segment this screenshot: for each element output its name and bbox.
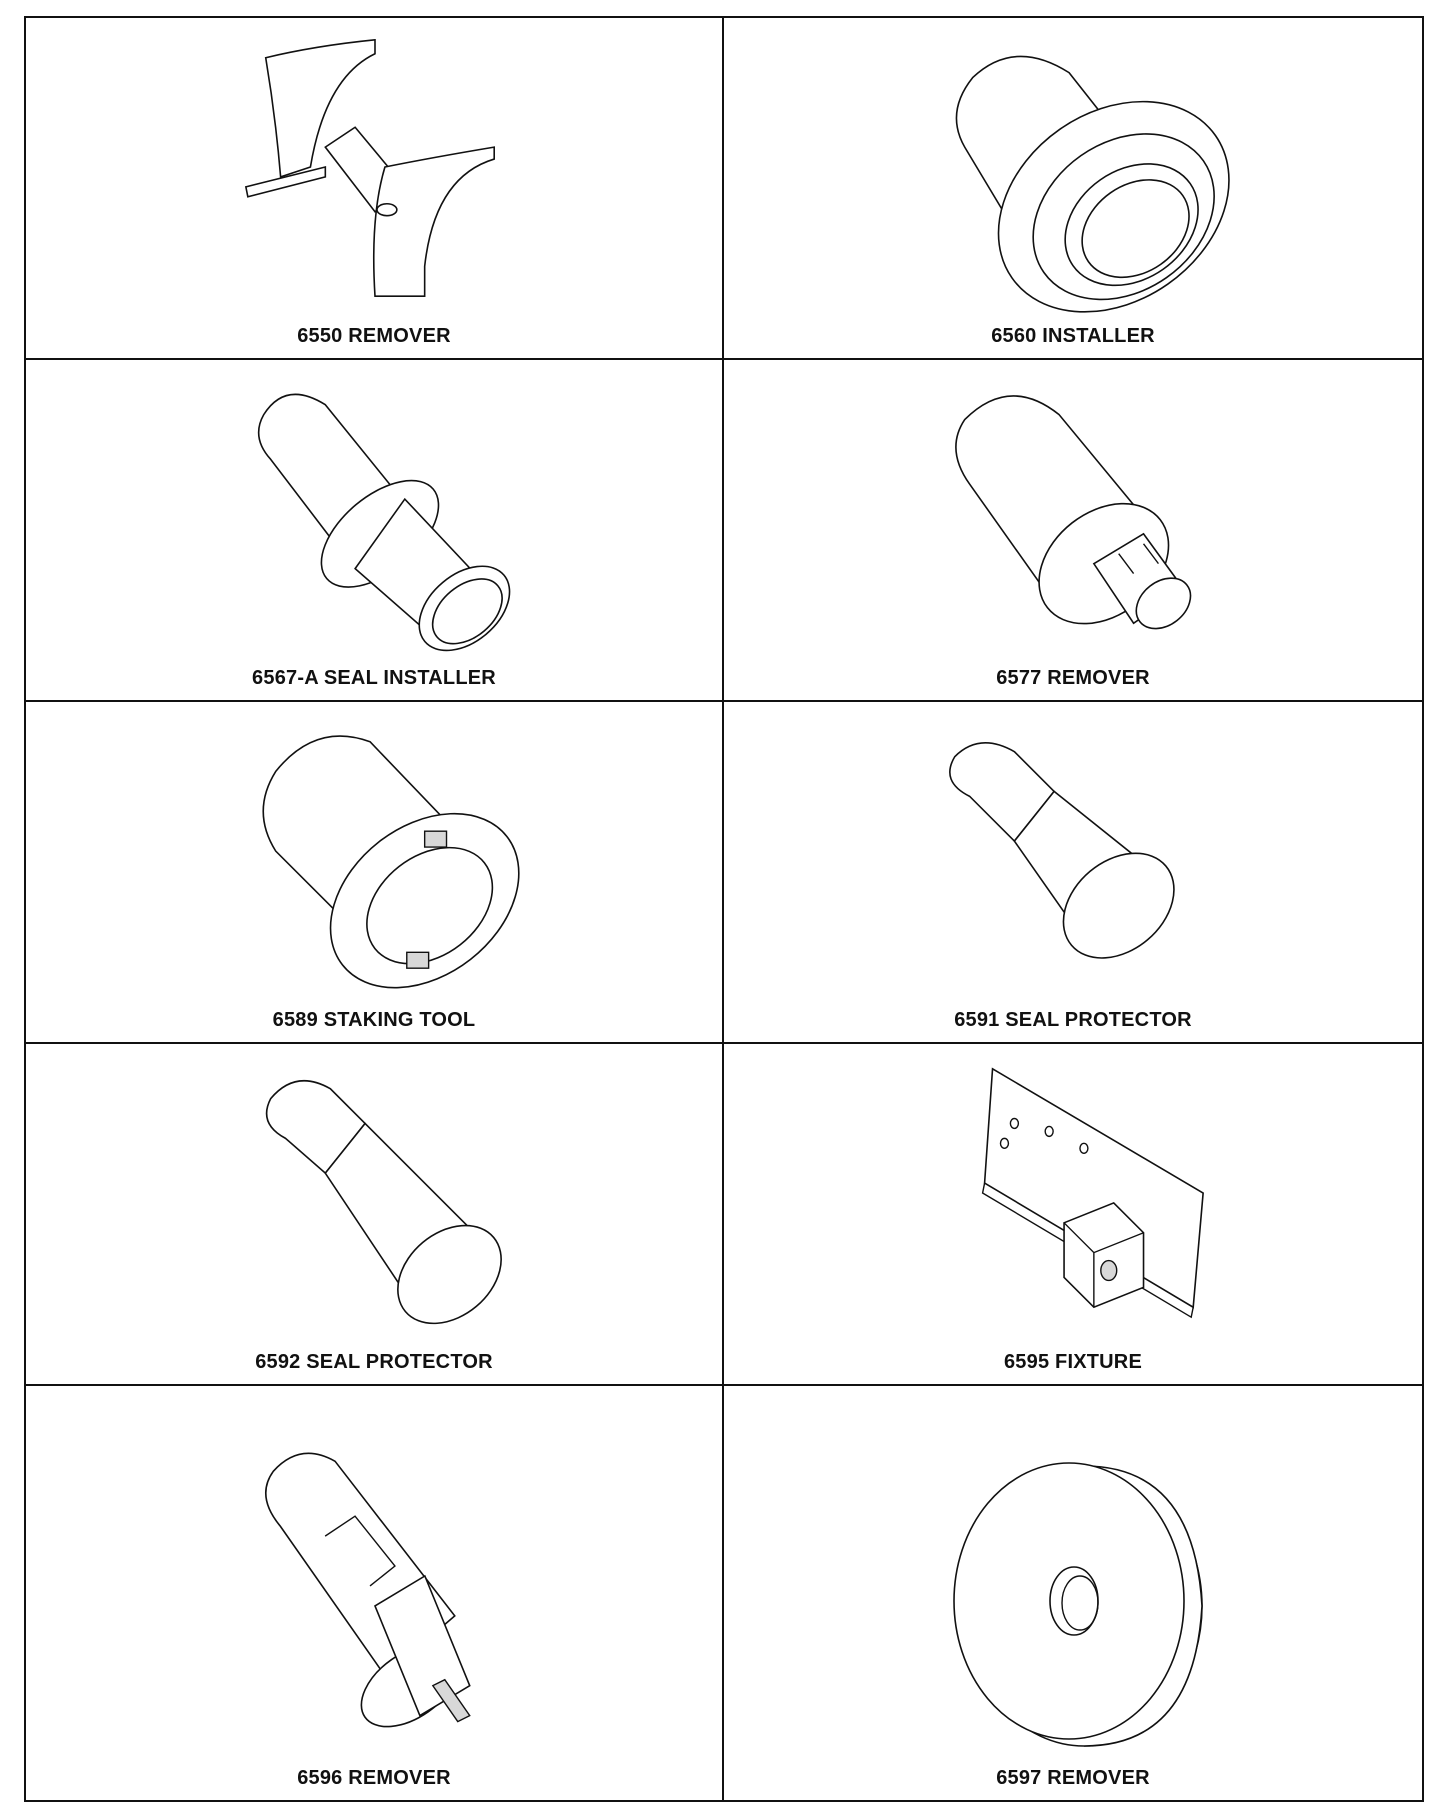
tool-cell-6577: 6577 REMOVER xyxy=(724,360,1422,702)
fixture-6595-icon xyxy=(724,1044,1422,1344)
tool-caption: 6550 REMOVER xyxy=(297,325,451,347)
tool-cell-6560: 6560 INSTALLER xyxy=(724,18,1422,360)
tool-caption: 6597 REMOVER xyxy=(996,1767,1150,1789)
tool-caption: 6589 STAKING TOOL xyxy=(272,1009,476,1031)
tool-cell-6550: 6550 REMOVER xyxy=(26,18,724,360)
tool-cell-6589: 6589 STAKING TOOL xyxy=(26,702,724,1044)
tool-cell-6597: 6597 REMOVER xyxy=(724,1386,1422,1800)
tool-cell-6591: 6591 SEAL PROTECTOR xyxy=(724,702,1422,1044)
tool-caption: 6591 SEAL PROTECTOR xyxy=(954,1009,1192,1031)
remover-6550-icon xyxy=(26,18,722,318)
seal-protector-6591-icon xyxy=(724,702,1422,1002)
remover-6596-icon xyxy=(26,1386,722,1760)
tool-caption: 6596 REMOVER xyxy=(297,1767,451,1789)
tool-caption: 6560 INSTALLER xyxy=(991,325,1155,347)
staking-tool-6589-icon xyxy=(26,702,722,1002)
tool-cell-6592: 6592 SEAL PROTECTOR xyxy=(26,1044,724,1386)
tool-cell-6596: 6596 REMOVER xyxy=(26,1386,724,1800)
seal-protector-6592-icon xyxy=(26,1044,722,1344)
installer-6560-icon xyxy=(724,18,1422,318)
tool-cell-6567a: 6567-A SEAL INSTALLER xyxy=(26,360,724,702)
tool-grid: 6550 REMOVER 6560 INSTALLER 6567-A xyxy=(24,16,1424,1802)
remover-6597-icon xyxy=(724,1386,1422,1760)
tool-caption: 6577 REMOVER xyxy=(996,667,1150,689)
tool-caption: 6592 SEAL PROTECTOR xyxy=(255,1351,493,1373)
remover-6577-icon xyxy=(724,360,1422,660)
tool-caption: 6567-A SEAL INSTALLER xyxy=(252,667,496,689)
seal-installer-6567a-icon xyxy=(26,360,722,660)
tool-caption: 6595 FIXTURE xyxy=(1003,1351,1142,1373)
tool-cell-6595: 6595 FIXTURE xyxy=(724,1044,1422,1386)
